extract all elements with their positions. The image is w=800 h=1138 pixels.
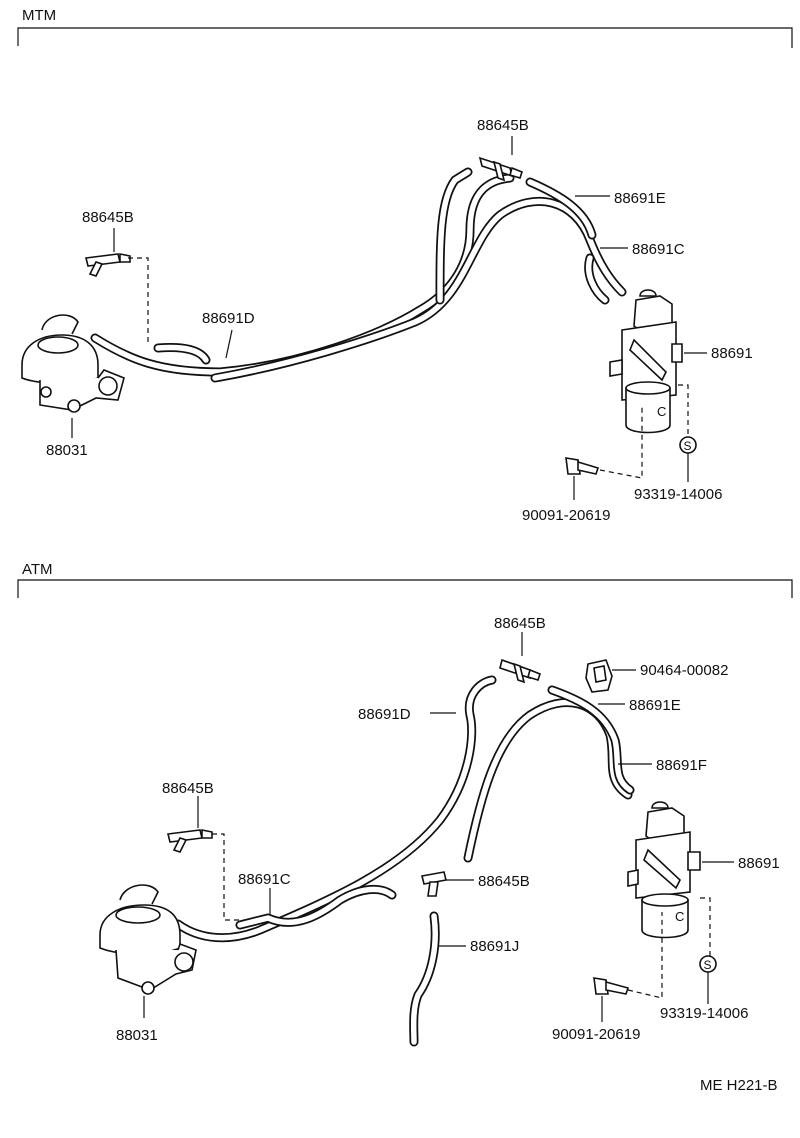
atm-vsv-mark: C xyxy=(675,909,684,924)
atm-clamp-leader xyxy=(700,897,711,956)
atm-label-vsv: 88691 xyxy=(738,855,780,872)
atm-label-hose-d: 88691D xyxy=(358,706,411,723)
atm-tee-left-icon xyxy=(167,829,213,853)
atm-hose-88691c xyxy=(173,675,497,943)
atm-hose-88691j xyxy=(409,911,440,1047)
atm-tee-mid-icon xyxy=(421,871,447,897)
atm-label-hose-e: 88691E xyxy=(629,697,681,714)
atm-tee-top-icon xyxy=(499,658,541,684)
mtm-clamp-leader xyxy=(678,384,689,437)
svg-text:S: S xyxy=(684,439,692,453)
mtm-label-tee-left: 88645B xyxy=(82,209,134,226)
atm-section-title: ATM xyxy=(22,561,53,578)
figure-code: ME H221-B xyxy=(700,1077,778,1094)
mtm-bolt-icon xyxy=(565,457,600,475)
mtm-section-title: MTM xyxy=(22,7,56,24)
mtm-section: MTM xyxy=(17,7,793,524)
mtm-label-clamp: 93319-14006 xyxy=(634,486,722,503)
mtm-egr-valve-icon xyxy=(21,314,125,413)
mtm-tee-top-icon xyxy=(478,156,523,182)
mtm-section-bracket xyxy=(17,27,793,48)
atm-egr-valve-icon xyxy=(99,884,197,995)
atm-section: ATM xyxy=(17,561,793,1047)
atm-label-hose-c: 88691C xyxy=(238,871,291,888)
mtm-tee-left-leader xyxy=(128,257,149,345)
mtm-label-tee-top: 88645B xyxy=(477,117,529,134)
atm-tee-left-leader xyxy=(212,833,244,921)
mtm-label-vsv: 88691 xyxy=(711,345,753,362)
mtm-hose-d-line xyxy=(225,329,233,359)
atm-label-tee-left: 88645B xyxy=(162,780,214,797)
atm-hose-88691d xyxy=(235,698,633,930)
mtm-vsv-mark: C xyxy=(657,404,666,419)
mtm-label-hose-e: 88691E xyxy=(614,190,666,207)
atm-label-clip: 90464-00082 xyxy=(640,662,728,679)
atm-clip-90464-icon xyxy=(585,659,613,693)
mtm-label-hose-d: 88691D xyxy=(202,310,255,327)
atm-bolt-icon xyxy=(593,977,630,995)
atm-label-hose-j: 88691J xyxy=(470,938,519,955)
atm-vsv-88691-icon: C xyxy=(627,801,701,939)
mtm-hose-88691c xyxy=(210,196,627,383)
atm-section-bracket xyxy=(17,579,793,598)
svg-text:S: S xyxy=(704,958,712,972)
atm-label-egr-valve: 88031 xyxy=(116,1027,158,1044)
mtm-hose-88691d xyxy=(90,173,515,377)
mtm-vsv-88691-icon: C xyxy=(609,289,683,434)
atm-clamp-symbol-icon: S xyxy=(699,955,717,973)
mtm-label-hose-c: 88691C xyxy=(632,241,685,258)
atm-label-hose-f: 88691F xyxy=(656,757,707,774)
atm-hose-88691e xyxy=(547,685,635,795)
atm-label-tee-mid: 88645B xyxy=(478,873,530,890)
atm-label-bolt: 90091-20619 xyxy=(552,1026,640,1043)
atm-label-clamp: 93319-14006 xyxy=(660,1005,748,1022)
mtm-bolt-leader xyxy=(599,405,643,479)
mtm-label-bolt: 90091-20619 xyxy=(522,507,610,524)
mtm-hose-short xyxy=(153,167,610,365)
atm-label-tee-top: 88645B xyxy=(494,615,546,632)
mtm-hose-88691e xyxy=(525,177,597,240)
mtm-label-egr-valve: 88031 xyxy=(46,442,88,459)
atm-bolt-leader xyxy=(627,912,663,999)
mtm-clamp-symbol-icon: S xyxy=(679,436,697,454)
mtm-tee-left-icon xyxy=(85,253,131,277)
